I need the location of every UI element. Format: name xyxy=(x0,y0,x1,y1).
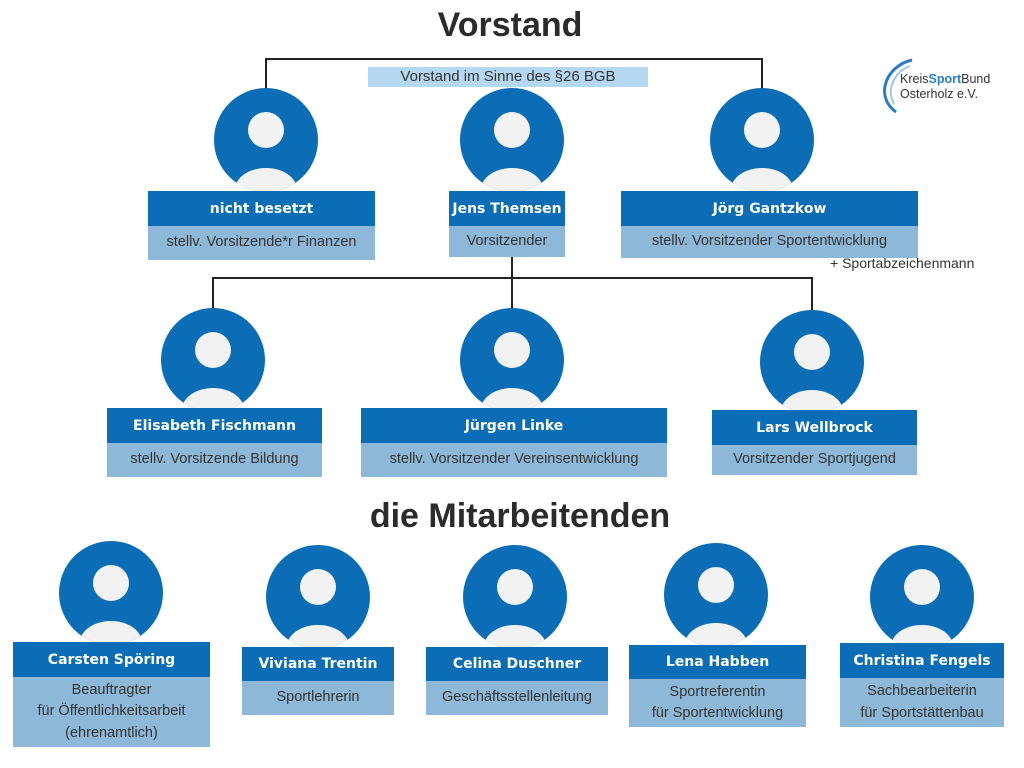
avatar-celina xyxy=(463,545,567,649)
name-box: Elisabeth Fischmann xyxy=(107,408,322,443)
connector xyxy=(511,255,513,279)
role-box: stellv. Vorsitzende*r Finanzen xyxy=(148,226,375,260)
person-icon xyxy=(79,565,143,645)
name-box: Celina Duschner xyxy=(426,647,608,681)
name-box: Jürgen Linke xyxy=(361,408,667,443)
title-vorstand: Vorstand xyxy=(437,6,583,44)
role-box: stellv. Vorsitzender Vereinsentwicklung xyxy=(361,443,667,477)
role-box: Sportlehrerin xyxy=(242,681,394,715)
name-box: Lena Habben xyxy=(629,645,806,679)
connector xyxy=(265,58,267,96)
person-icon xyxy=(480,112,544,192)
connector xyxy=(265,58,763,60)
person-icon xyxy=(181,332,245,412)
person-icon xyxy=(730,112,794,192)
name-box: Lars Wellbrock xyxy=(712,410,917,445)
role-box: Vorsitzender Sportjugend xyxy=(712,445,917,475)
avatar-placeholder xyxy=(214,88,318,192)
name-box: nicht besetzt xyxy=(148,191,375,226)
role-note: + Sportabzeichenmann xyxy=(830,255,975,271)
name-box: Christina Fengels xyxy=(840,643,1004,678)
connector xyxy=(761,58,763,96)
role-box: Beauftragter für Öffentlichkeitsarbeit (… xyxy=(13,677,210,747)
avatar-viviana xyxy=(266,545,370,649)
name-box: Carsten Spöring xyxy=(13,642,210,677)
kreissportbund-logo: KreisSportBund Osterholz e.V. xyxy=(876,56,1006,116)
role-box: stellv. Vorsitzende Bildung xyxy=(107,443,322,477)
person-icon xyxy=(234,112,298,192)
person-icon xyxy=(480,332,544,412)
person-icon xyxy=(286,569,350,649)
connector xyxy=(811,277,813,311)
bgb-label: Vorstand im Sinne des §26 BGB xyxy=(368,67,648,87)
name-box: Jens Themsen xyxy=(449,191,565,226)
role-box: Sportreferentin für Sportentwicklung xyxy=(629,679,806,727)
role-box: Geschäftsstellenleitung xyxy=(426,681,608,715)
avatar-joerg xyxy=(710,88,814,192)
avatar-christina xyxy=(870,545,974,649)
person-icon xyxy=(483,569,547,649)
name-box: Viviana Trentin xyxy=(242,647,394,681)
avatar-carsten xyxy=(59,541,163,645)
avatar-jens xyxy=(460,88,564,192)
name-box: Jörg Gantzkow xyxy=(621,191,918,226)
connector xyxy=(212,277,214,311)
title-staff: die Mitarbeitenden xyxy=(369,497,671,535)
avatar-juergen xyxy=(460,308,564,412)
avatar-lena xyxy=(664,543,768,647)
role-box: Vorsitzender xyxy=(449,226,565,257)
avatar-lars xyxy=(760,310,864,414)
person-icon xyxy=(684,567,748,647)
role-box: stellv. Vorsitzender Sportentwicklung xyxy=(621,226,918,258)
avatar-elisabeth xyxy=(161,308,265,412)
role-box: Sachbearbeiterin für Sportstättenbau xyxy=(840,678,1004,727)
person-icon xyxy=(890,569,954,649)
connector xyxy=(511,277,513,311)
person-icon xyxy=(780,334,844,414)
